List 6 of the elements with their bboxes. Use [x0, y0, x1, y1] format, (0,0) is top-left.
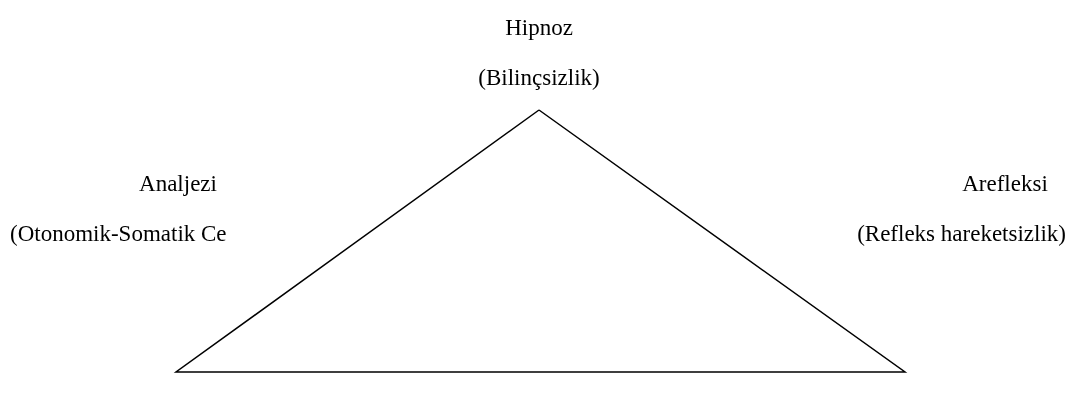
vertex-label-note: (Refleks hareketsizlik): [857, 220, 1066, 248]
vertex-label: Analjezi: [139, 170, 217, 198]
vertex-label-note: (Bilinçsizlik): [478, 64, 600, 92]
vertex-label: Arefleksi: [962, 170, 1048, 198]
vertex-label: Hipnoz: [505, 14, 573, 42]
vertex-label-note: (Otonomik-Somatik Ce: [10, 220, 227, 248]
